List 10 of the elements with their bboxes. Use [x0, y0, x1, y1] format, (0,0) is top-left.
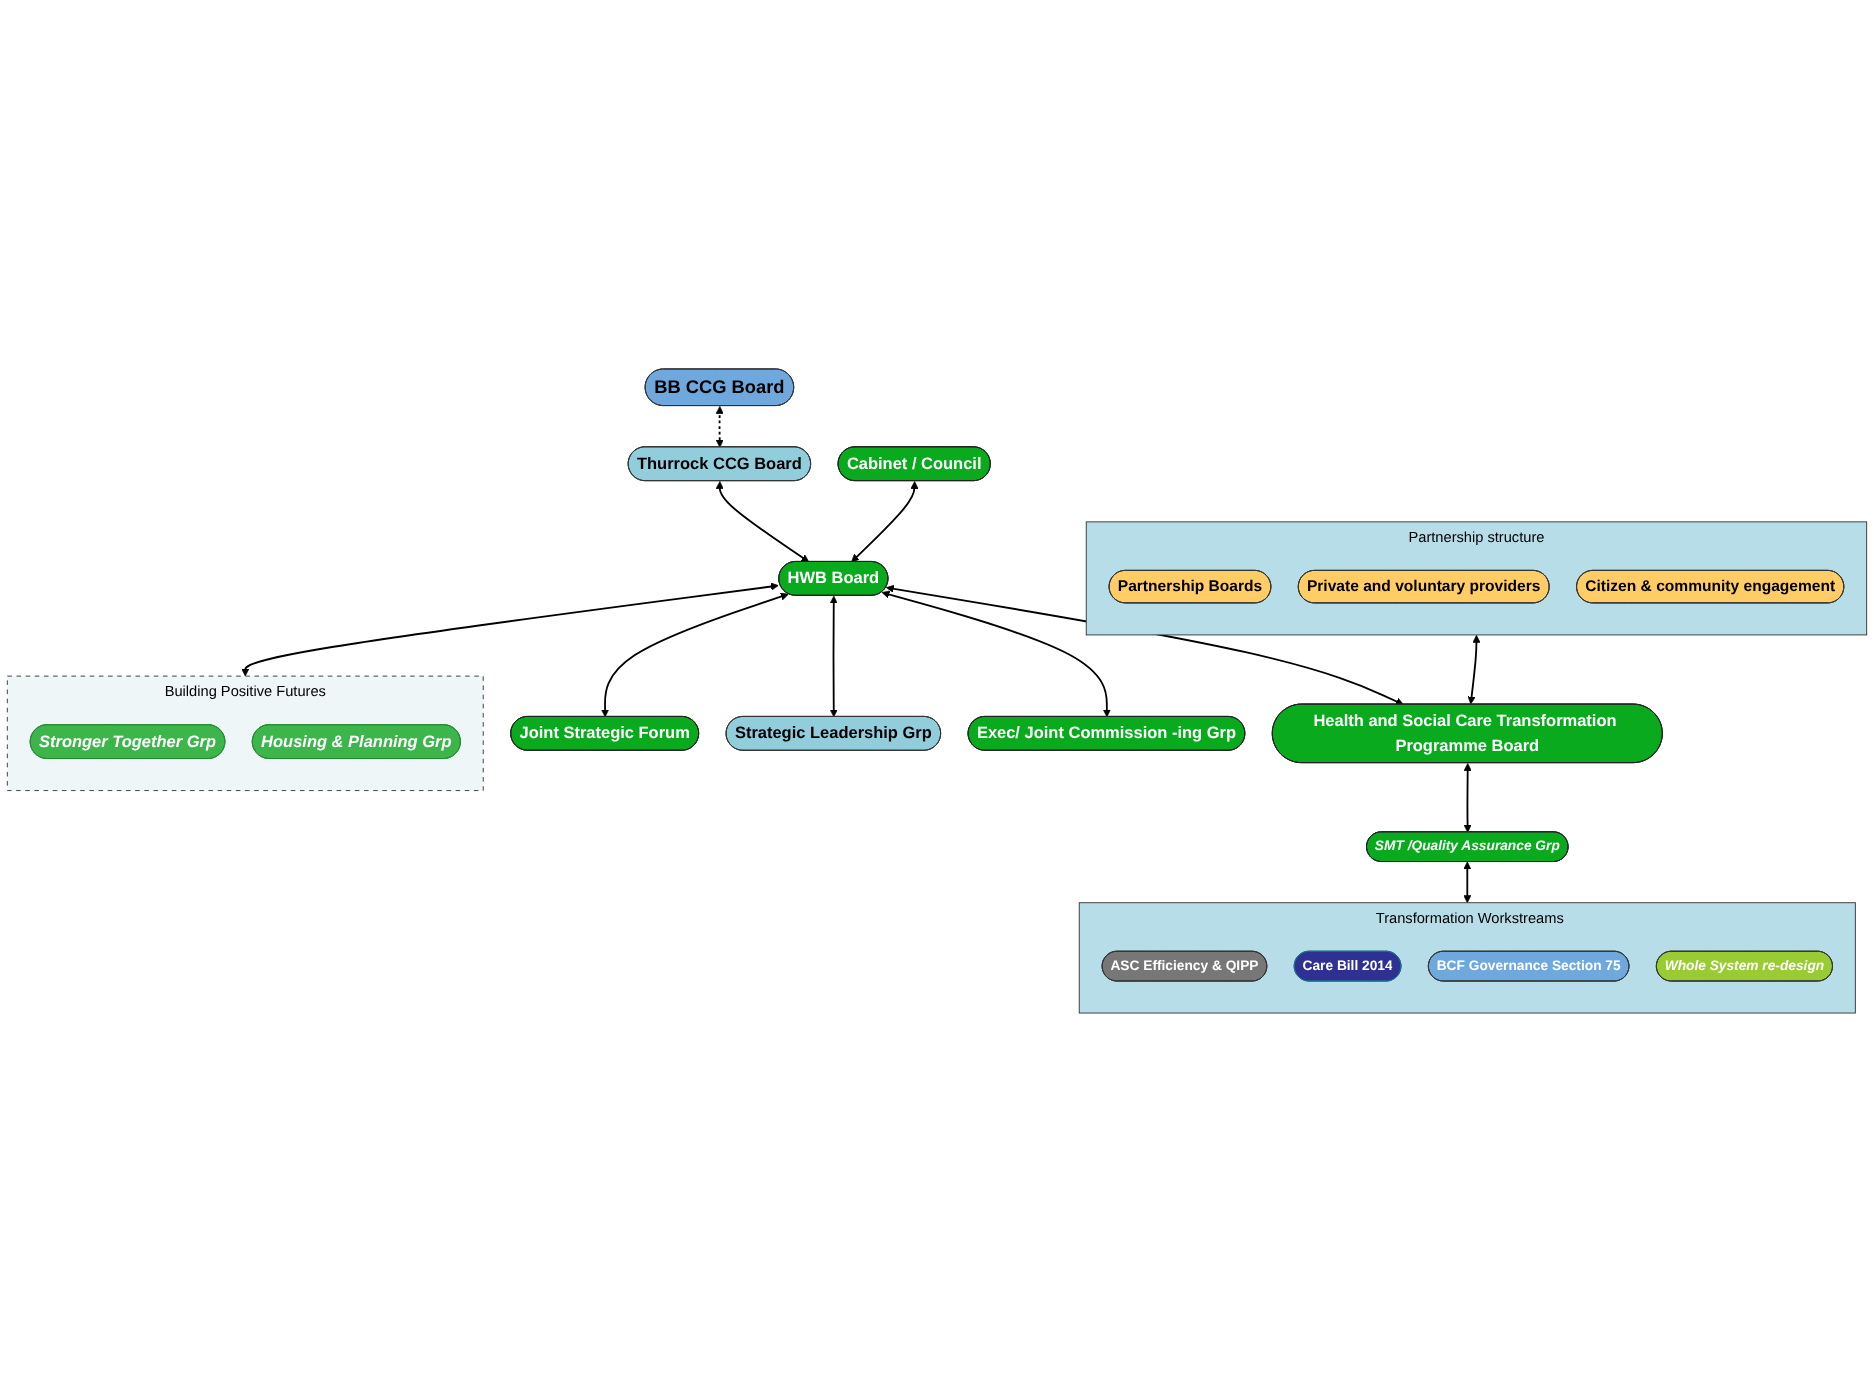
arrow	[829, 595, 838, 718]
arrow	[1467, 634, 1481, 705]
arrow	[715, 481, 810, 563]
arrow	[881, 590, 1111, 718]
arrow	[1463, 763, 1472, 833]
arrow	[601, 592, 789, 718]
arrow	[241, 582, 779, 677]
arrow	[851, 481, 919, 563]
arrow	[1463, 861, 1472, 904]
arrow	[715, 406, 724, 448]
